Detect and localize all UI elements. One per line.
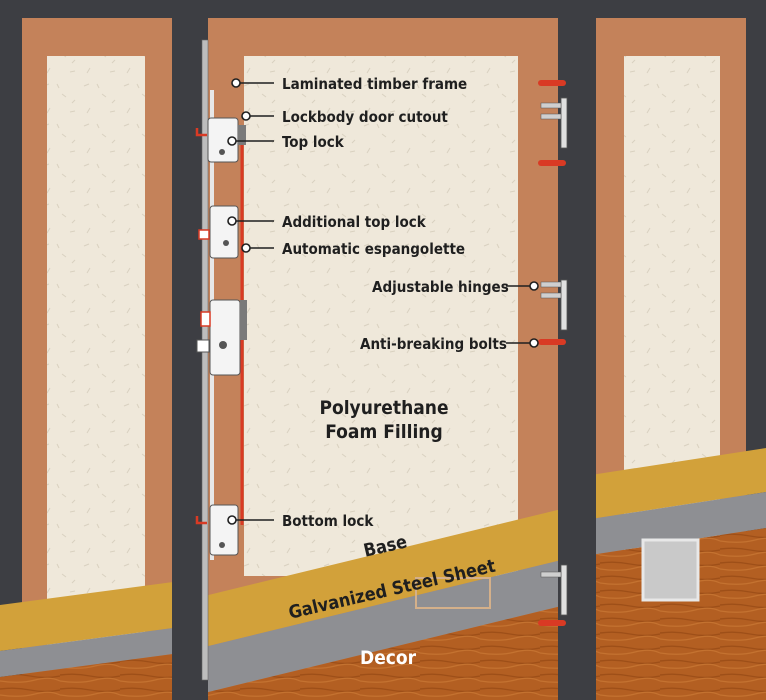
label-additional-top-lock: Additional top lock <box>282 213 426 231</box>
hinge-bottom <box>538 564 568 626</box>
label-automatic-espangolette: Automatic espangolette <box>282 240 466 258</box>
main-door-panel <box>188 18 578 700</box>
foam-core <box>244 56 518 576</box>
label-adjustable-hinges: Adjustable hinges <box>372 278 509 296</box>
foam-filling-title: Polyurethane Foam Filling <box>274 396 494 444</box>
label-bottom-lock: Bottom lock <box>282 512 374 530</box>
label-anti-breaking-bolts: Anti-breaking bolts <box>360 335 507 353</box>
base-layer <box>188 505 578 651</box>
label-top-lock: Top lock <box>282 133 344 151</box>
top-lock-body <box>195 117 246 163</box>
label-laminated-timber-frame: Laminated timber frame <box>282 75 468 93</box>
label-decor: Decor <box>360 647 417 669</box>
hinge-top <box>538 80 568 166</box>
callouts <box>227 78 539 525</box>
galvanized-layer <box>188 556 578 697</box>
main-lock-body <box>196 299 247 376</box>
foam-filling-line-2: Foam Filling <box>325 421 443 443</box>
label-lockbody-cutout: Lockbody door cutout <box>282 108 448 126</box>
decor-layer <box>188 602 578 700</box>
hinge-middle <box>538 279 568 345</box>
right-side-panel <box>578 18 766 700</box>
lock-rail <box>201 39 209 681</box>
left-side-panel <box>0 18 188 700</box>
foam-filling-line-1: Polyurethane <box>319 397 449 419</box>
